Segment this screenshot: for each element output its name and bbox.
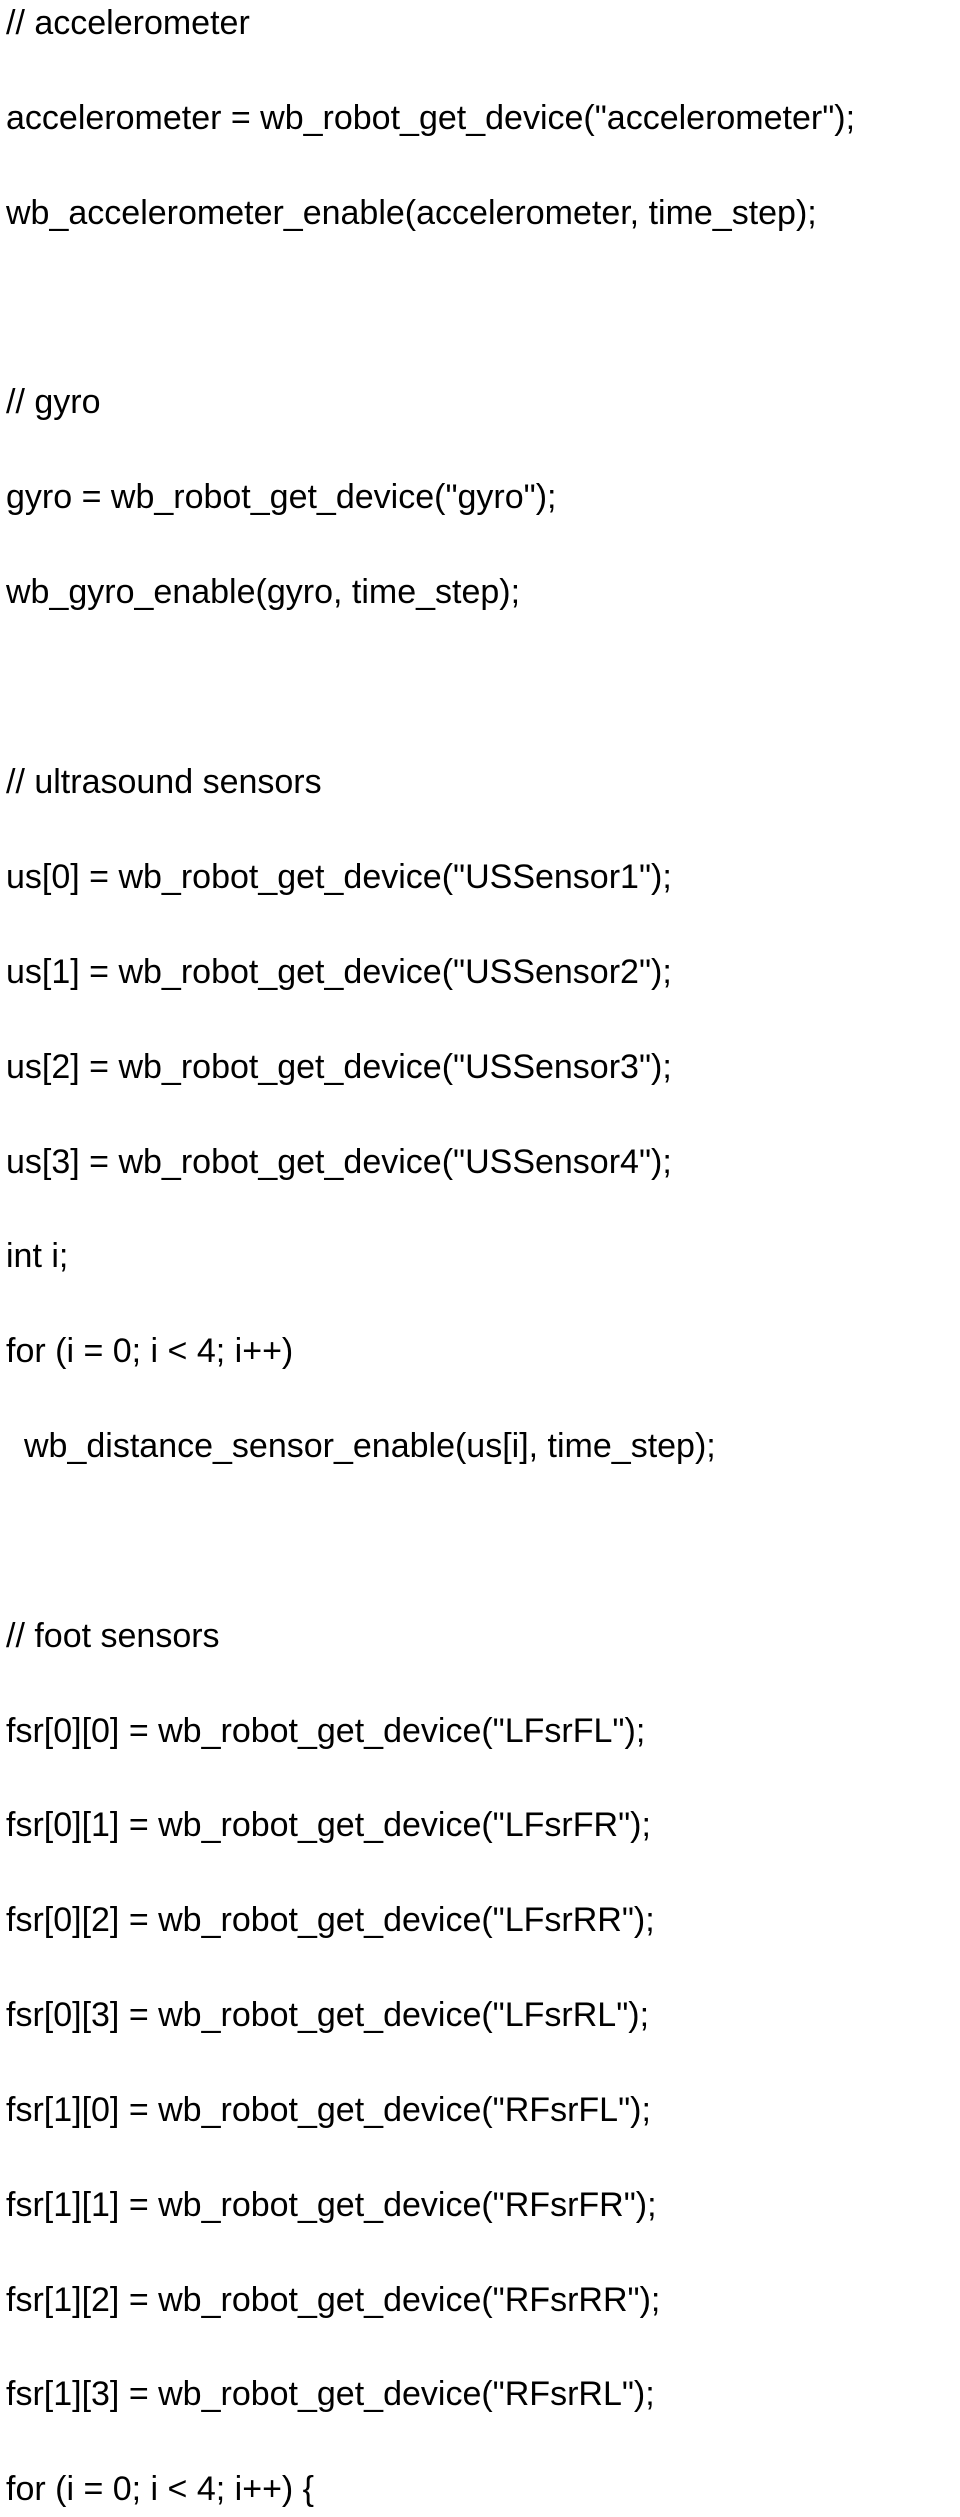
- code-line-comment-accelerometer: // accelerometer: [6, 4, 250, 42]
- code-line: fsr[1][0] = wb_robot_get_device("RFsrFL"…: [6, 2091, 651, 2129]
- code-line: int i;: [6, 1237, 69, 1275]
- code-line: fsr[1][3] = wb_robot_get_device("RFsrRL"…: [6, 2375, 655, 2413]
- code-line: fsr[1][1] = wb_robot_get_device("RFsrFR"…: [6, 2186, 657, 2224]
- code-line: us[3] = wb_robot_get_device("USSensor4")…: [6, 1143, 672, 1181]
- code-line: fsr[0][3] = wb_robot_get_device("LFsrRL"…: [6, 1996, 650, 2034]
- code-line: fsr[0][2] = wb_robot_get_device("LFsrRR"…: [6, 1901, 655, 1939]
- code-line: wb_accelerometer_enable(accelerometer, t…: [6, 194, 817, 232]
- code-line-indented: wb_distance_sensor_enable(us[i], time_st…: [24, 1427, 716, 1465]
- code-line-comment-gyro: // gyro: [6, 383, 101, 421]
- code-line: us[2] = wb_robot_get_device("USSensor3")…: [6, 1048, 672, 1086]
- code-listing: // accelerometer accelerometer = wb_robo…: [6, 0, 954, 2515]
- code-line: fsr[1][2] = wb_robot_get_device("RFsrRR"…: [6, 2281, 661, 2319]
- code-line: for (i = 0; i < 4; i++): [6, 1332, 294, 1370]
- code-line: us[0] = wb_robot_get_device("USSensor1")…: [6, 858, 672, 896]
- code-line: for (i = 0; i < 4; i++) {: [6, 2470, 315, 2508]
- code-line: accelerometer = wb_robot_get_device("acc…: [6, 99, 856, 137]
- code-line: fsr[0][1] = wb_robot_get_device("LFsrFR"…: [6, 1806, 651, 1844]
- code-line: us[1] = wb_robot_get_device("USSensor2")…: [6, 953, 672, 991]
- code-line: gyro = wb_robot_get_device("gyro");: [6, 478, 557, 516]
- code-line: wb_gyro_enable(gyro, time_step);: [6, 573, 521, 611]
- code-line: fsr[0][0] = wb_robot_get_device("LFsrFL"…: [6, 1712, 646, 1750]
- code-line-comment-foot-sensors: // foot sensors: [6, 1617, 220, 1655]
- code-line-comment-ultrasound: // ultrasound sensors: [6, 763, 322, 801]
